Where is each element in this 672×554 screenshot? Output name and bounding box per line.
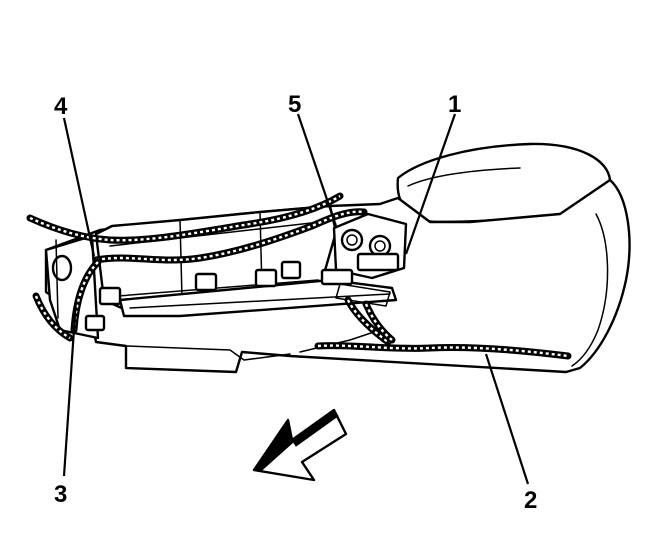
callout-5: 5 (288, 91, 301, 118)
callout-2: 2 (524, 487, 537, 514)
forward-direction-arrow (252, 408, 348, 482)
callout-labels: 1 2 3 4 5 (54, 91, 537, 514)
tray-connectors (84, 260, 302, 332)
rear-wiring-harness (314, 296, 572, 360)
shifter-switch-cluster (320, 212, 408, 307)
callout-1: 1 (448, 91, 461, 118)
callout-3: 3 (54, 481, 67, 508)
callout-leaders (62, 113, 530, 485)
callout-4: 4 (54, 93, 68, 120)
